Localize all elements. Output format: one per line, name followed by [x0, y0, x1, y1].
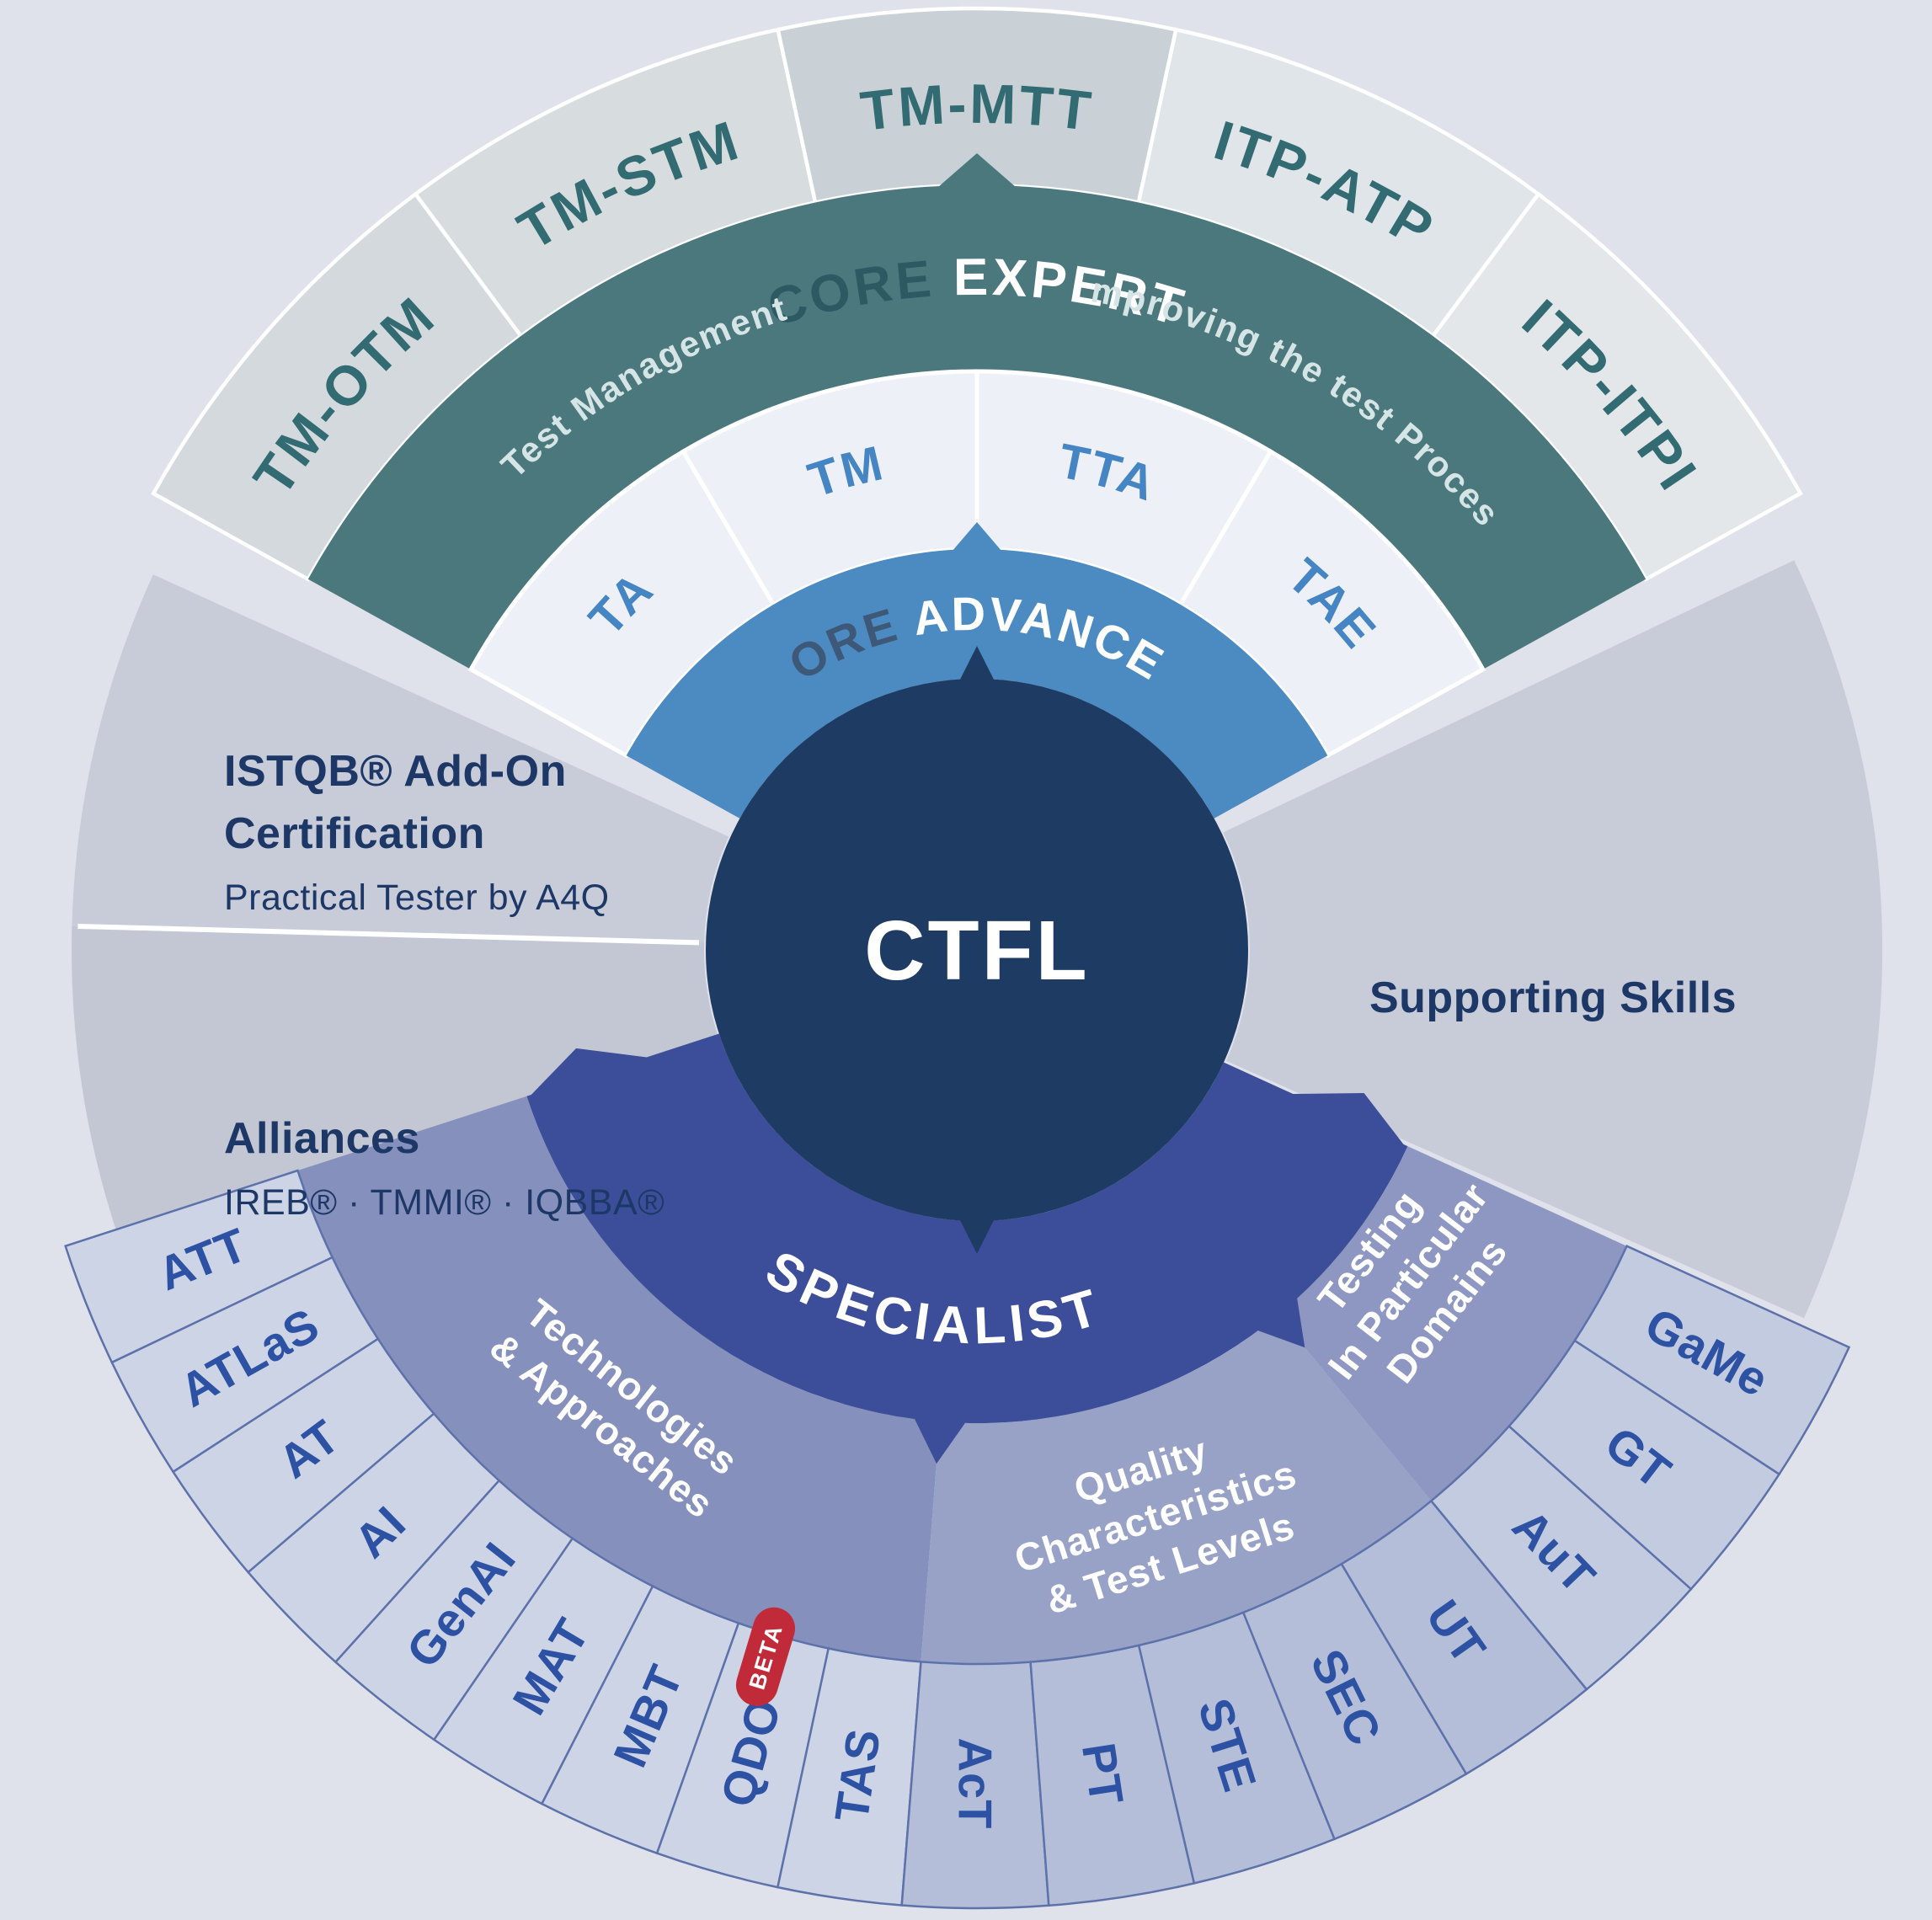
specialist-end-arrow-icon: [527, 1048, 651, 1099]
cert-label-tas: TAS: [825, 1725, 890, 1825]
specialist-arrow-icon: [1256, 1296, 1305, 1348]
core-advanced-arrow-icon: [952, 522, 1002, 552]
cert-label-act: AcT: [949, 1738, 1002, 1830]
specialist-group-segment-0[interactable]: [297, 1096, 940, 1662]
specialist-arrow-icon: [914, 1417, 967, 1464]
ctfl-arrow-up-icon: [950, 646, 1004, 699]
alliances-subtitle: IREB® · TMMI® · IQBBA®: [224, 1181, 665, 1223]
core-expert-band[interactable]: [307, 184, 1646, 669]
specialist-end-arrow-icon: [1289, 1093, 1407, 1149]
specialist-group-segment-2[interactable]: [1278, 1146, 1627, 1501]
supporting-skills-label: Supporting Skills: [1369, 973, 1737, 1023]
core-expert-arrow-icon: [937, 153, 1017, 189]
core-advanced-band[interactable]: [626, 549, 1328, 819]
addon-title: ISTQB® Add-On Certification: [224, 747, 567, 858]
addon-subtitle: Practical Tester by A4Q: [224, 877, 610, 918]
cert-label-pt: PT: [1072, 1739, 1134, 1808]
ctfl-label: CTFL: [864, 904, 1089, 998]
ctfl-hub[interactable]: [706, 679, 1248, 1221]
addon-certification-wedge[interactable]: [72, 574, 729, 943]
cert-segment-game[interactable]: [1573, 1245, 1851, 1476]
addon-certification-block: ISTQB® Add-On Certification Practical Te…: [224, 741, 610, 919]
alliances-block: Alliances IREB® · TMMI® · IQBBA®: [224, 1108, 664, 1224]
ctfl-arrow-down-icon: [950, 1201, 1004, 1254]
specialist-group-segment-1[interactable]: [921, 1315, 1432, 1665]
cert-label-tm-mtt: TM-MTT: [857, 72, 1097, 142]
beta-badge: BETA: [735, 1607, 796, 1706]
alliances-title: Alliances: [224, 1114, 420, 1163]
wedge-divider-line: [77, 924, 700, 946]
supporting-skills-block[interactable]: Supporting Skills: [1369, 968, 1737, 1030]
